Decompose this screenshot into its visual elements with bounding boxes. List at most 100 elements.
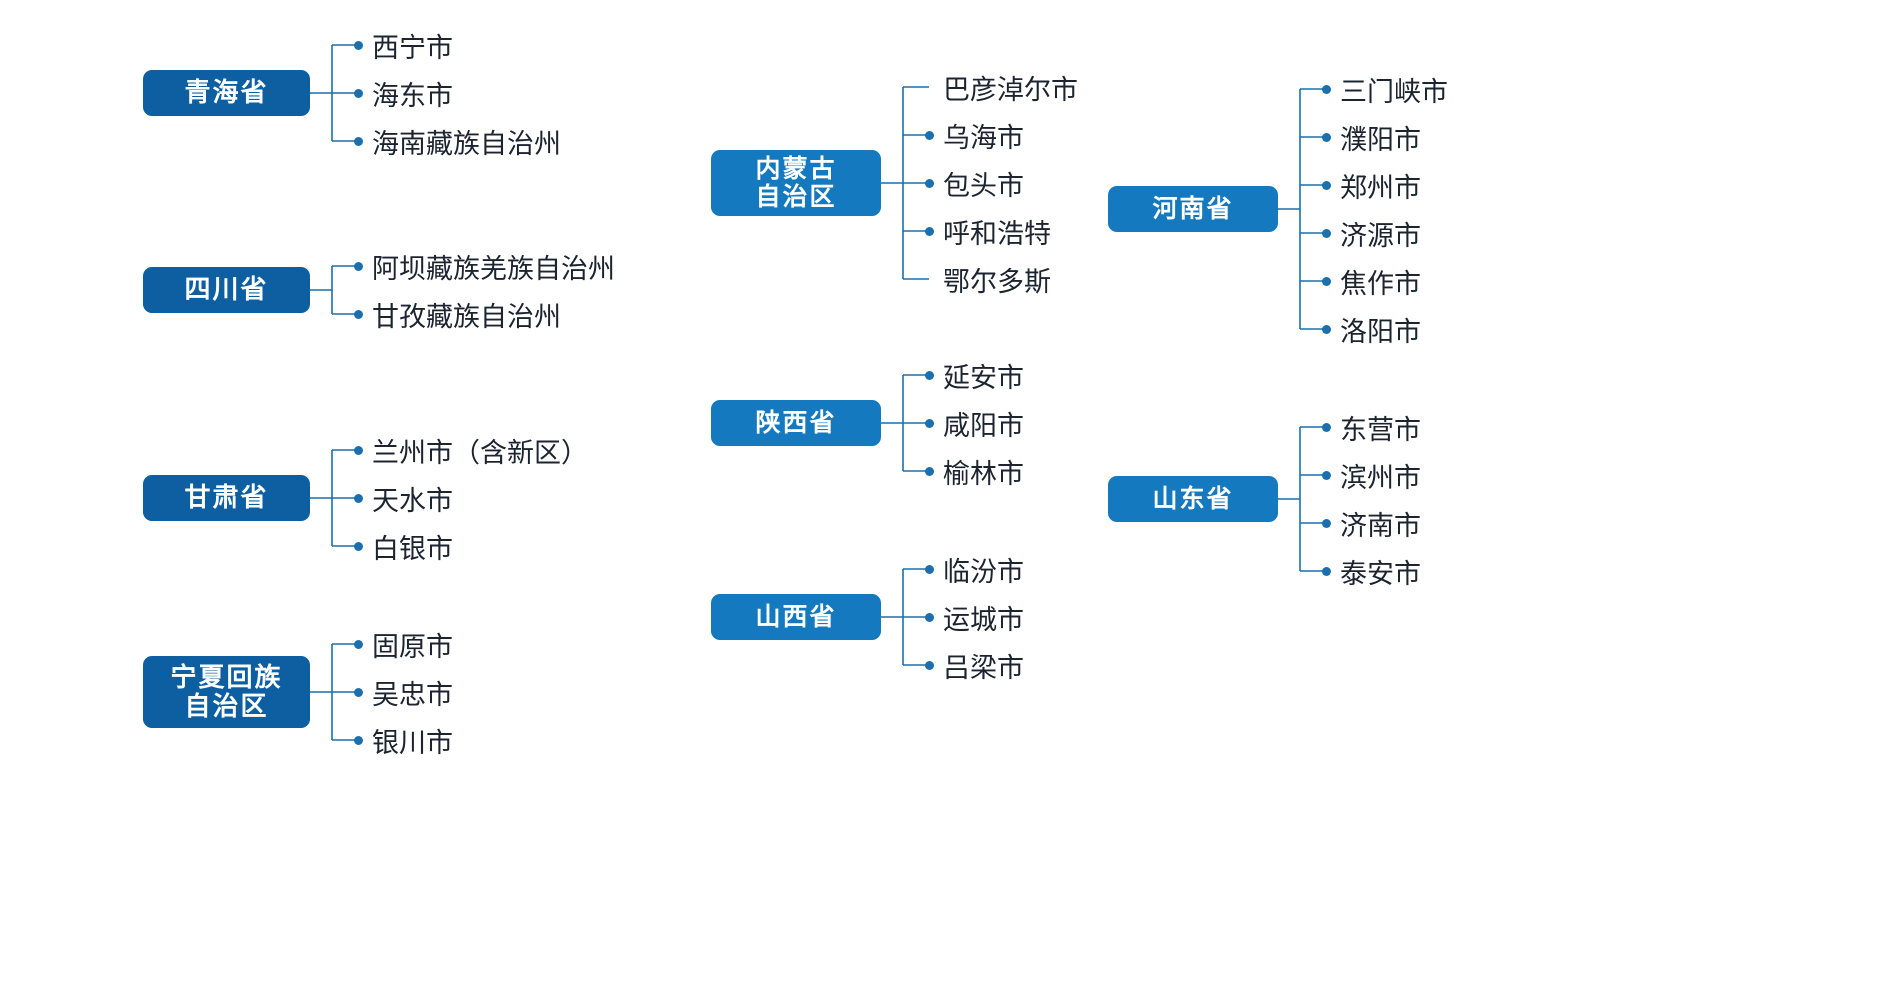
child-item[interactable]: 榆林市 [925,447,1024,495]
child-item[interactable]: 银川市 [354,716,453,764]
children-list-ningxia: 固原市吴忠市银川市 [354,620,453,764]
bullet-dot-icon [354,445,363,455]
province-pill-label: 甘肃省 [184,482,269,513]
province-group-shanxi: 山西省 临汾市运城市吕梁市 [711,545,1024,689]
bullet-dot-icon [354,735,363,745]
bullet-dot-icon [354,687,363,697]
province-pill-label: 内蒙古自治区 [755,155,836,211]
province-group-sichuan: 四川省阿坝藏族羌族自治州甘孜藏族自治州 [143,242,615,338]
child-item[interactable]: 临汾市 [925,545,1024,593]
child-item[interactable]: 乌海市 [925,111,1078,159]
child-label: 滨州市 [1340,462,1421,493]
connector-lines-shaanxi [881,374,929,472]
province-pill-henan[interactable]: 河南省 [1108,186,1278,232]
child-label: 银川市 [372,727,453,758]
child-item[interactable]: 济源市 [1322,209,1448,257]
child-item[interactable]: 巴彦淖尔市 [929,63,1078,111]
child-label: 焦作市 [1340,268,1421,299]
bullet-dot-icon [1322,132,1331,142]
bullet-dot-icon [354,261,363,271]
child-item[interactable]: 运城市 [925,593,1024,641]
province-pill-sichuan[interactable]: 四川省 [143,267,310,313]
child-item[interactable]: 海东市 [354,69,561,117]
province-pill-line: 自治区 [184,691,269,721]
child-item[interactable]: 白银市 [354,522,588,570]
province-group-qinghai: 青海省西宁市海东市海南藏族自治州 [143,21,561,165]
bullet-dot-icon [1322,422,1331,432]
bullet-dot-icon [925,370,934,380]
child-label: 西宁市 [372,32,453,63]
child-label: 济源市 [1340,220,1421,251]
province-pill-shandong[interactable]: 山东省 [1108,476,1278,522]
child-item[interactable]: 兰州市（含新区） [354,426,588,474]
children-list-qinghai: 西宁市海东市海南藏族自治州 [354,21,561,165]
child-item[interactable]: 天水市 [354,474,588,522]
child-item[interactable]: 洛阳市 [1322,305,1448,353]
child-label: 东营市 [1340,414,1421,445]
child-label: 榆林市 [943,458,1024,489]
province-pill-line: 内蒙古 [755,155,837,183]
child-item[interactable]: 济南市 [1322,499,1421,547]
child-item[interactable]: 鄂尔多斯 [929,255,1078,303]
bullet-dot-icon [925,178,934,188]
child-item[interactable]: 吴忠市 [354,668,453,716]
child-label: 呼和浩特 [943,218,1051,249]
child-item[interactable]: 阿坝藏族羌族自治州 [354,242,615,290]
province-pill-ningxia[interactable]: 宁夏回族自治区 [143,656,310,728]
child-item[interactable]: 濮阳市 [1322,113,1448,161]
child-label: 巴彦淖尔市 [943,74,1078,105]
child-label: 咸阳市 [943,410,1024,441]
child-item[interactable]: 甘孜藏族自治州 [354,290,615,338]
child-label: 兰州市（含新区） [372,437,588,468]
province-pill-qinghai[interactable]: 青海省 [143,70,310,116]
child-label: 海东市 [372,80,453,111]
child-label: 临汾市 [943,556,1024,587]
child-label: 白银市 [372,533,453,564]
bullet-dot-icon [1322,470,1331,480]
connector-lines-ningxia [310,643,358,741]
bullet-dot-icon [1322,276,1331,286]
bullet-dot-icon [1322,180,1331,190]
child-label: 鄂尔多斯 [943,266,1051,297]
child-label: 吕梁市 [943,652,1024,683]
child-label: 三门峡市 [1340,76,1448,107]
connector-lines-gansu [310,449,358,547]
bullet-dot-icon [1322,324,1331,334]
connector-lines-shandong [1278,426,1326,572]
province-pill-shanxi[interactable]: 山西省 [711,594,881,640]
child-item[interactable]: 三门峡市 [1322,65,1448,113]
child-item[interactable]: 包头市 [925,159,1078,207]
child-item[interactable]: 滨州市 [1322,451,1421,499]
children-list-henan: 三门峡市濮阳市郑州市济源市焦作市洛阳市 [1322,65,1448,353]
child-label: 天水市 [372,485,453,516]
bullet-dot-icon [354,88,363,98]
child-label: 运城市 [943,604,1024,635]
child-item[interactable]: 郑州市 [1322,161,1448,209]
bullet-dot-icon [1322,228,1331,238]
connector-lines-qinghai [310,44,358,142]
bullet-dot-icon [925,83,934,92]
child-item[interactable]: 固原市 [354,620,453,668]
bullet-dot-icon [925,275,934,284]
bullet-dot-icon [925,130,934,140]
child-item[interactable]: 咸阳市 [925,399,1024,447]
province-pill-shaanxi[interactable]: 陕西省 [711,400,881,446]
child-item[interactable]: 呼和浩特 [925,207,1078,255]
province-pill-neimenggu[interactable]: 内蒙古自治区 [711,150,881,216]
child-item[interactable]: 西宁市 [354,21,561,69]
province-pill-label: 河南省 [1152,195,1234,223]
children-list-shanxi: 临汾市运城市吕梁市 [925,545,1024,689]
child-item[interactable]: 海南藏族自治州 [354,117,561,165]
child-item[interactable]: 吕梁市 [925,641,1024,689]
child-label: 固原市 [372,631,453,662]
child-label: 甘孜藏族自治州 [372,301,561,332]
province-pill-label: 山西省 [755,603,837,631]
bullet-dot-icon [354,309,363,319]
children-list-gansu: 兰州市（含新区） 天水市白银市 [354,426,588,570]
child-item[interactable]: 东营市 [1322,403,1421,451]
child-item[interactable]: 焦作市 [1322,257,1448,305]
province-pill-gansu[interactable]: 甘肃省 [143,475,310,521]
child-item[interactable]: 泰安市 [1322,547,1421,595]
child-item[interactable]: 延安市 [925,351,1024,399]
child-label: 郑州市 [1340,172,1421,203]
